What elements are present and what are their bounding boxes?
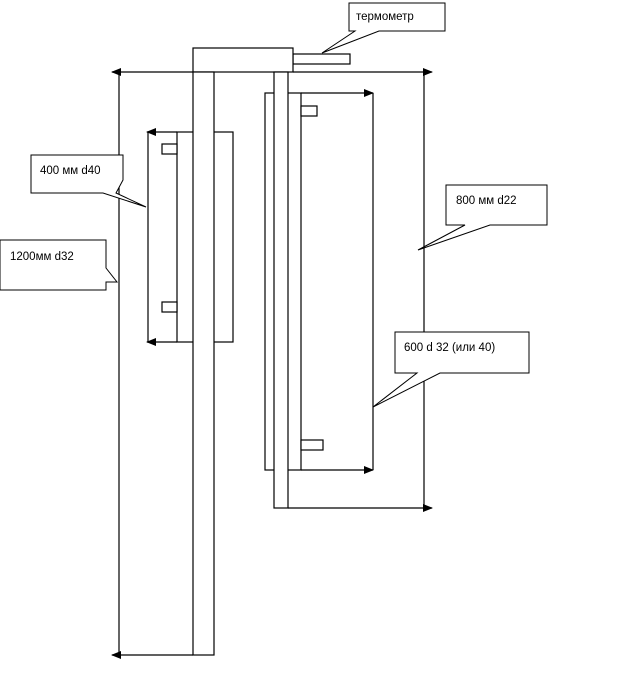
pipe-1200-main — [192, 71, 215, 656]
callout-600: 600 d 32 (или 40) — [372, 331, 530, 408]
pipe-600-connector-bottom — [300, 439, 324, 451]
dimension-600 — [301, 89, 374, 474]
pipe-400-connector-bottom — [161, 301, 178, 313]
top-header-block — [192, 47, 294, 73]
pipe-400-label: 400 мм d40 — [40, 165, 101, 177]
dimension-800 — [288, 68, 433, 512]
callout-400: 400 мм d40 — [30, 154, 147, 208]
pipe-800-label: 800 мм d22 — [456, 195, 517, 207]
thermometer-sensor — [292, 53, 351, 65]
pipe-600-connector-top — [300, 105, 318, 117]
callout-800: 800 мм d22 — [417, 184, 548, 251]
pipe-800 — [273, 71, 289, 509]
callout-thermometer: термометр — [321, 2, 446, 54]
dimension-400 — [146, 128, 177, 346]
thermometer-label: термометр — [356, 11, 414, 23]
pipe-600-label: 600 d 32 (или 40) — [404, 342, 495, 354]
pipe-400-connector-top — [161, 143, 178, 155]
callout-1200: 1200мм d32 — [0, 239, 119, 291]
pipe-1200-label: 1200мм d32 — [10, 251, 74, 263]
